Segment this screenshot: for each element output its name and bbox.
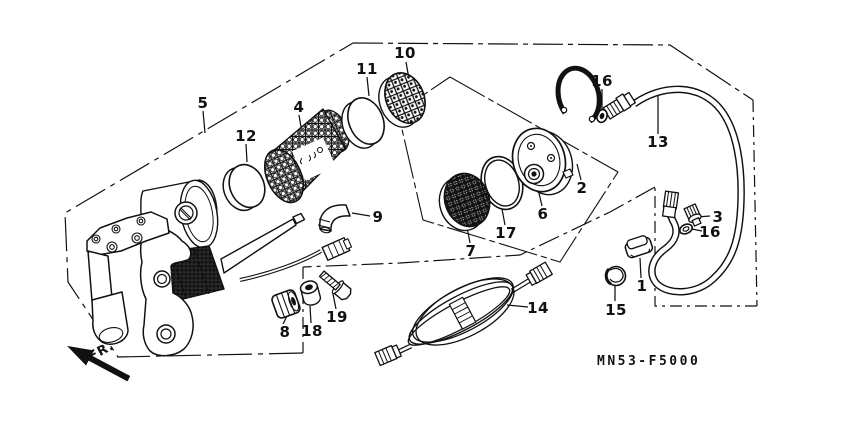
clip-nut-1 [624,235,654,259]
regulator-body-6 [511,127,574,196]
part-label-11: 11 [356,60,378,78]
part-label-4: 4 [293,98,305,116]
screen-7 [438,172,491,232]
snap-ring-2 [555,65,602,124]
part-label-15: 15 [605,301,627,319]
elbow-tube-9 [317,204,351,234]
grommet-15 [604,265,627,287]
part-label-8: 8 [279,323,291,341]
sealing-washer-16-bottom [678,223,694,235]
hose-14-tie-band [448,296,477,330]
fr-direction-arrow [67,345,131,382]
wire-connector [321,237,353,261]
bracket-bolts [91,216,146,253]
part-label-1: 1 [636,277,648,295]
part-label-16: 16 [699,223,721,241]
hose-14-end-fitting-b [374,344,402,367]
hose-14-end-fitting-a [525,261,553,286]
part-label-3: 3 [712,208,724,226]
diagram-code: MN53-F5000 [597,354,701,369]
part-label-5: 5 [197,94,209,112]
disc-11 [341,97,385,149]
hose-14 [374,261,553,367]
part-label-13: 13 [647,133,669,151]
part-label-2: 2 [576,179,588,197]
part-label-10: 10 [394,44,416,62]
hose-13-outlet-fitting [661,190,680,219]
part-label-17: 17 [495,224,517,242]
disc-12 [222,163,266,212]
disc-10 [378,72,426,128]
part-label-18: 18 [301,322,323,340]
part-label-6: 6 [537,205,549,223]
hose-13 [602,85,745,296]
part-label-16: 16 [591,72,613,90]
part-label-9: 9 [372,208,384,226]
part-label-19: 19 [326,308,348,326]
outer-boundary [64,42,758,358]
collar-18 [299,280,322,306]
hose-13-inlet-fitting [602,91,636,120]
part-label-7: 7 [465,242,477,260]
part-label-12: 12 [235,127,257,145]
push-rod [220,218,297,274]
grommet-8 [271,289,301,319]
mounting-bracket [86,211,194,357]
joint-bolt-3 [683,203,702,227]
motor-end-screw [174,201,198,225]
bolt-19 [318,270,352,301]
part-label-14: 14 [527,299,549,317]
